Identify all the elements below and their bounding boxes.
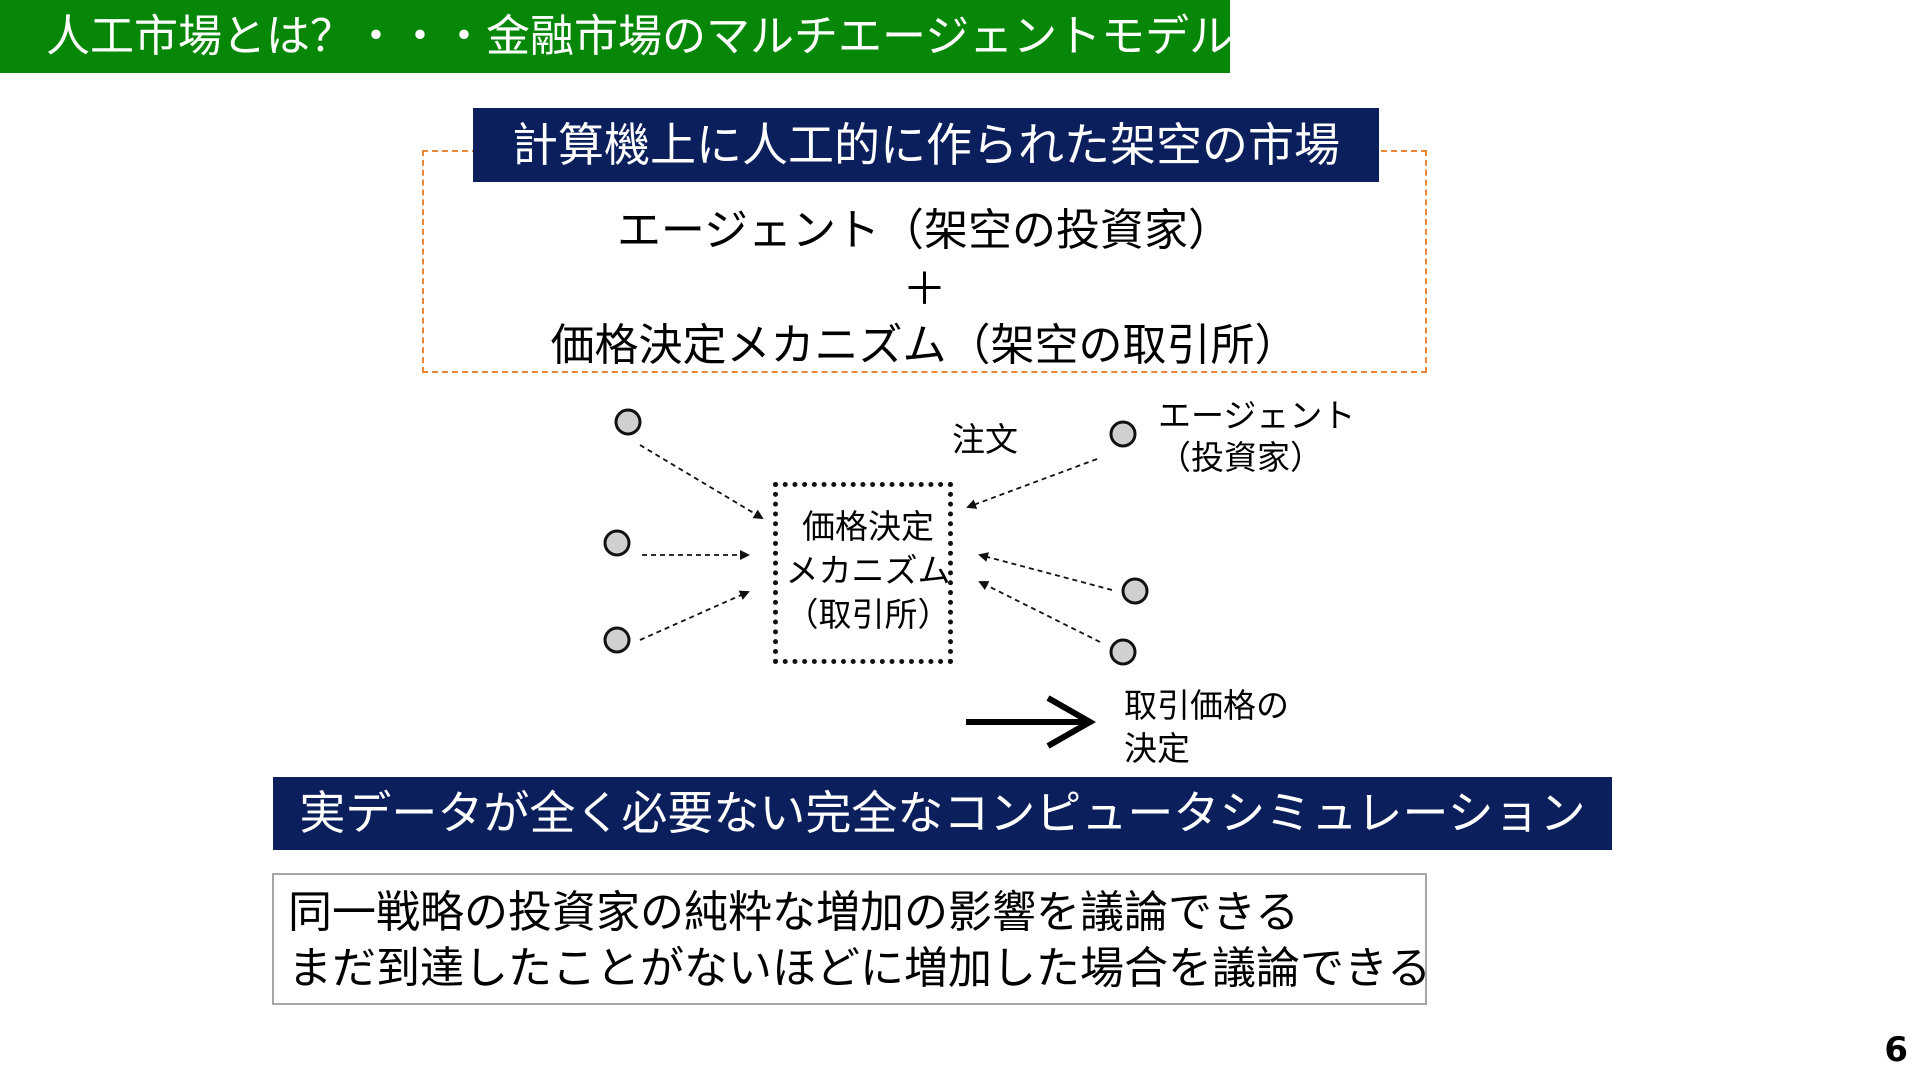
agent-label-line1: エージェント [1158,396,1356,435]
page-number: 6 [1884,1030,1908,1070]
result-label-line2: 決定 [1124,729,1190,768]
order-label: 注文 [952,420,1018,459]
agent-node [1109,638,1137,666]
agent-node [614,408,642,436]
order-arrow [978,552,1113,591]
agent-node [603,529,631,557]
order-arrow [966,458,1098,509]
order-arrow [978,581,1101,643]
mechanism-line: メカニズム [785,551,951,590]
slide-title: 人工市場とは？・・・金融市場のマルチエージェントモデルです [0,0,1321,73]
mechanism-line: 価格決定 [802,507,934,546]
price-mechanism-label: 価格決定 メカニズム （取引所） [773,505,963,637]
order-arrow [639,444,764,520]
definition-plus: ＋ [902,264,947,315]
price-mechanism-box [773,482,953,664]
mechanism-line: （取引所） [785,595,951,634]
simulation-banner: 実データが全く必要ない完全なコンピュータシミュレーション [273,777,1612,850]
definition-mechanism-line: 価格決定メカニズム（架空の取引所） [550,320,1299,371]
notes-box: 同一戦略の投資家の純粋な増加の影響を議論できる まだ到達したことがないほどに増加… [272,873,1432,1005]
agent-label-line2: （投資家） [1158,438,1323,477]
note-line: まだ到達したことがないほどに増加した場合を議論できる [288,943,1432,994]
order-arrow [639,590,750,641]
definition-banner: 計算機上に人工的に作られた架空の市場 [473,108,1379,182]
agent-node [1121,577,1149,605]
definition-agents-line: エージェント（架空の投資家） [616,205,1233,256]
price-result-arrow-head [1046,695,1097,749]
agent-node [603,626,631,654]
result-label-line1: 取引価格の [1124,686,1289,725]
note-line: 同一戦略の投資家の純粋な増加の影響を議論できる [288,887,1300,938]
agent-node [1109,420,1137,448]
